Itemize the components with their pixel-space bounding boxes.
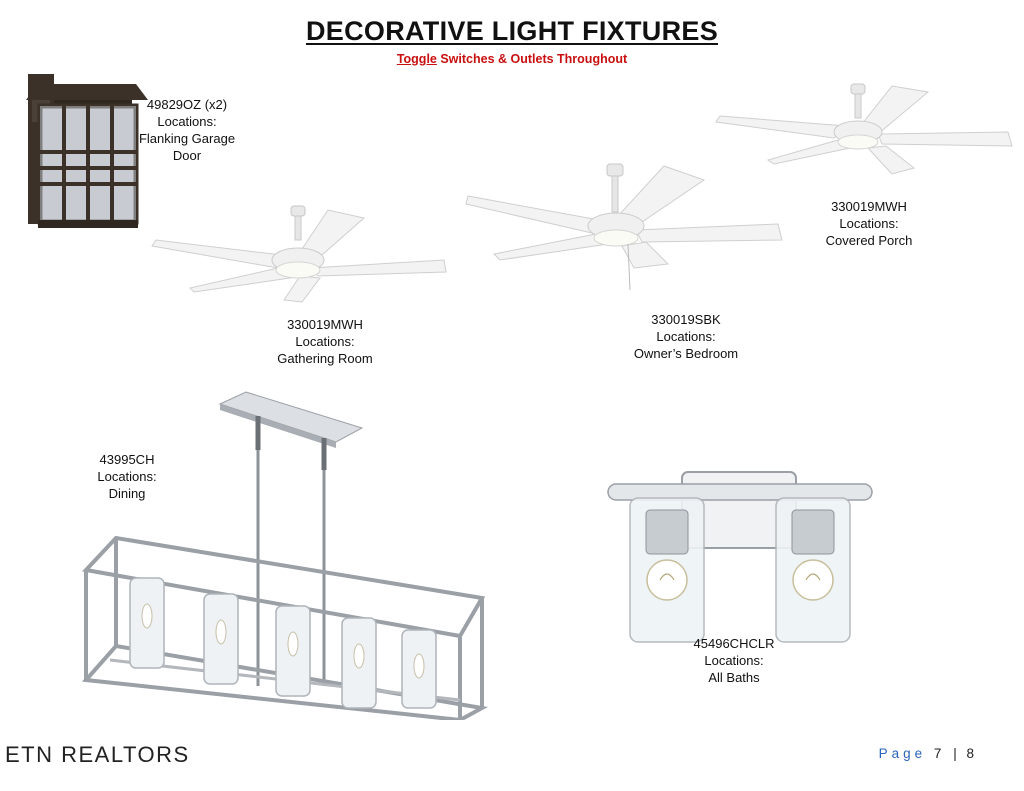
page-indicator: Page 7 | 8: [879, 746, 978, 761]
fixture-model: 49829OZ (x2): [146, 97, 228, 112]
page-title: DECORATIVE LIGHT FIXTURES: [0, 16, 1024, 47]
fixture-label-fan-gathering: 330019MWH Locations: Gathering Room: [255, 316, 395, 367]
ceiling-fan-bedroom-image: [465, 163, 783, 291]
fixture-location-line: Locations:: [839, 216, 899, 231]
fixture-location-line: Door: [172, 148, 202, 163]
fixture-location-line: Locations:: [656, 329, 716, 344]
page-current: 7: [933, 746, 946, 761]
fixture-label-fan-porch: 330019MWH Locations: Covered Porch: [799, 198, 939, 249]
fixture-location-line: Locations:: [704, 653, 764, 668]
fixture-location-line: All Baths: [708, 670, 760, 685]
fixture-location-line: Gathering Room: [277, 351, 373, 366]
page-separator: |: [953, 746, 959, 761]
fixture-location-line: Locations:: [295, 334, 355, 349]
fixture-location-line: Flanking Garage: [138, 131, 236, 146]
ceiling-fan-porch-image: [715, 83, 1013, 175]
page-title-text: DECORATIVE LIGHT FIXTURES: [305, 16, 718, 46]
fixture-model: 330019MWH: [287, 317, 363, 332]
brand-logo: ETN REALTORS: [5, 742, 190, 767]
fixture-label-chandelier: 43995CH Locations: Dining: [74, 451, 180, 502]
fixture-location-line: Covered Porch: [825, 233, 913, 248]
fixture-model: 43995CH: [99, 452, 155, 467]
page-subtitle: Toggle Switches & Outlets Throughout: [0, 52, 1024, 66]
fixture-model: 330019SBK: [651, 312, 721, 327]
linear-chandelier-image: [81, 391, 489, 720]
ceiling-fan-gathering-image: [151, 205, 447, 303]
page-total: 8: [966, 746, 978, 761]
fixture-label-lantern: 49829OZ (x2) Locations: Flanking Garage …: [124, 96, 250, 164]
fixture-location-line: Locations:: [97, 469, 157, 484]
fixture-label-vanity: 45496CHCLR Locations: All Baths: [672, 635, 796, 686]
subtitle-emphasis: Toggle: [396, 52, 437, 66]
subtitle-rest: Switches & Outlets Throughout: [436, 52, 628, 66]
outdoor-lantern-image: [26, 74, 148, 228]
fixture-location-line: Owner’s Bedroom: [633, 346, 739, 361]
fixture-model: 45496CHCLR: [693, 636, 775, 651]
vanity-light-image: [607, 471, 873, 643]
fixture-location-line: Dining: [108, 486, 146, 501]
fixture-label-fan-bedroom: 330019SBK Locations: Owner’s Bedroom: [610, 311, 762, 362]
page-word: Page: [878, 746, 927, 761]
fixture-model: 330019MWH: [831, 199, 907, 214]
fixture-location-line: Locations:: [157, 114, 217, 129]
